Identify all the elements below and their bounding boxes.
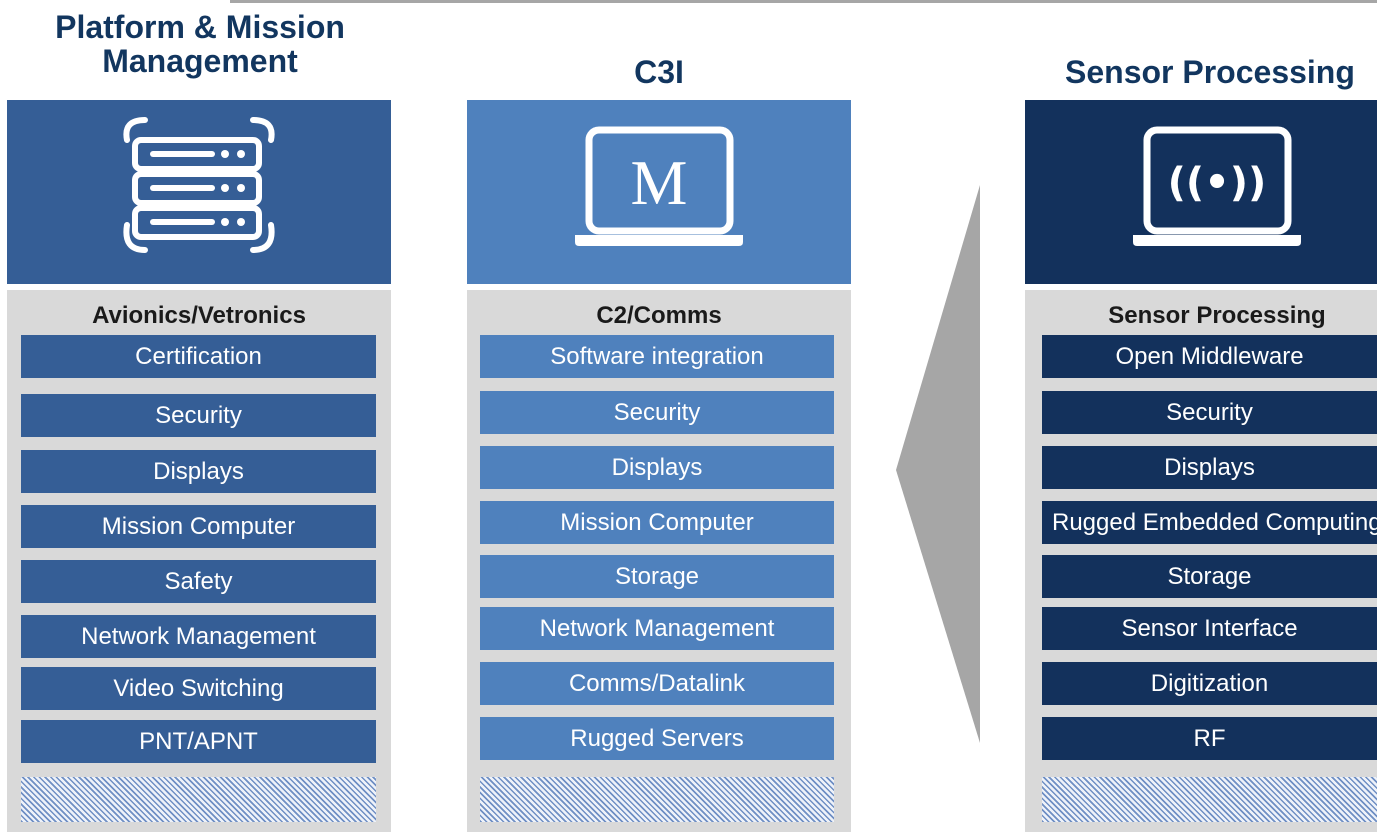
list-item: Rugged Servers [480, 717, 834, 760]
list-item-label: Rugged Embedded Computing [1052, 508, 1377, 536]
list-item: PNT/APNT [21, 720, 376, 763]
list-item: Displays [21, 450, 376, 493]
signal-glyph: ((•)) [1168, 160, 1267, 206]
sensor-list-panel: Sensor Processing Open Middleware Securi… [1025, 290, 1377, 832]
platform-icon-panel [7, 100, 391, 284]
laptop-m-icon: M [575, 126, 743, 246]
list-item: Sensor Interface [1042, 607, 1377, 650]
list-heading: C2/Comms [596, 302, 722, 329]
avionics-list-panel: Avionics/Vetronics Certification Securit… [7, 290, 391, 832]
list-item: Displays [480, 446, 834, 489]
c3i-icon-panel: M [467, 100, 851, 284]
list-item-label: Digitization [1150, 669, 1269, 697]
column-title-line-1: Platform & Mission [55, 9, 345, 45]
list-item: Storage [1042, 555, 1377, 598]
top-divider-line [230, 0, 1377, 3]
list-item: Certification [21, 335, 376, 378]
column-title-sensor: Sensor Processing [1065, 54, 1355, 90]
list-item: Network Management [21, 615, 376, 658]
list-item: Mission Computer [21, 505, 376, 548]
list-item: Software integration [480, 335, 834, 378]
list-item-label: Storage [1167, 562, 1252, 590]
list-item-label: RF [1193, 724, 1226, 752]
list-item-label: Displays [1164, 453, 1255, 481]
expansion-wedge-arrow [896, 185, 980, 743]
list-heading: Avionics/Vetronics [92, 302, 306, 329]
c2-comms-list-panel: C2/Comms Software integration Security D… [467, 290, 851, 832]
server-rack-icon [123, 117, 275, 253]
hatched-placeholder [1042, 777, 1377, 822]
list-item: RF [1042, 717, 1377, 760]
list-item: Video Switching [21, 667, 376, 710]
hatched-placeholder [480, 777, 834, 822]
list-item: Mission Computer [480, 501, 834, 544]
list-item: Comms/Datalink [480, 662, 834, 705]
list-item: Storage [480, 555, 834, 598]
hatched-placeholder [21, 777, 376, 822]
column-title-line-2: Management [102, 43, 298, 79]
column-title-c3i: C3I [634, 54, 684, 90]
list-item: Security [480, 391, 834, 434]
list-item: Displays [1042, 446, 1377, 489]
list-item-label: Security [1166, 398, 1253, 426]
list-item: Digitization [1042, 662, 1377, 705]
column-title-platform: Platform & Mission Management [0, 10, 400, 78]
list-item: Safety [21, 560, 376, 603]
sensor-icon-panel: ((•)) [1025, 100, 1377, 284]
list-item: Rugged Embedded Computing [1042, 501, 1377, 544]
list-item-label: Open Middleware [1115, 342, 1304, 370]
list-item: Open Middleware [1042, 335, 1377, 378]
laptop-letter: M [631, 147, 688, 218]
list-item-label: Sensor Interface [1121, 614, 1298, 642]
list-item: Security [1042, 391, 1377, 434]
list-item: Security [21, 394, 376, 437]
laptop-signal-icon: ((•)) [1133, 126, 1301, 246]
list-item: Network Management [480, 607, 834, 650]
list-heading: Sensor Processing [1108, 302, 1326, 329]
